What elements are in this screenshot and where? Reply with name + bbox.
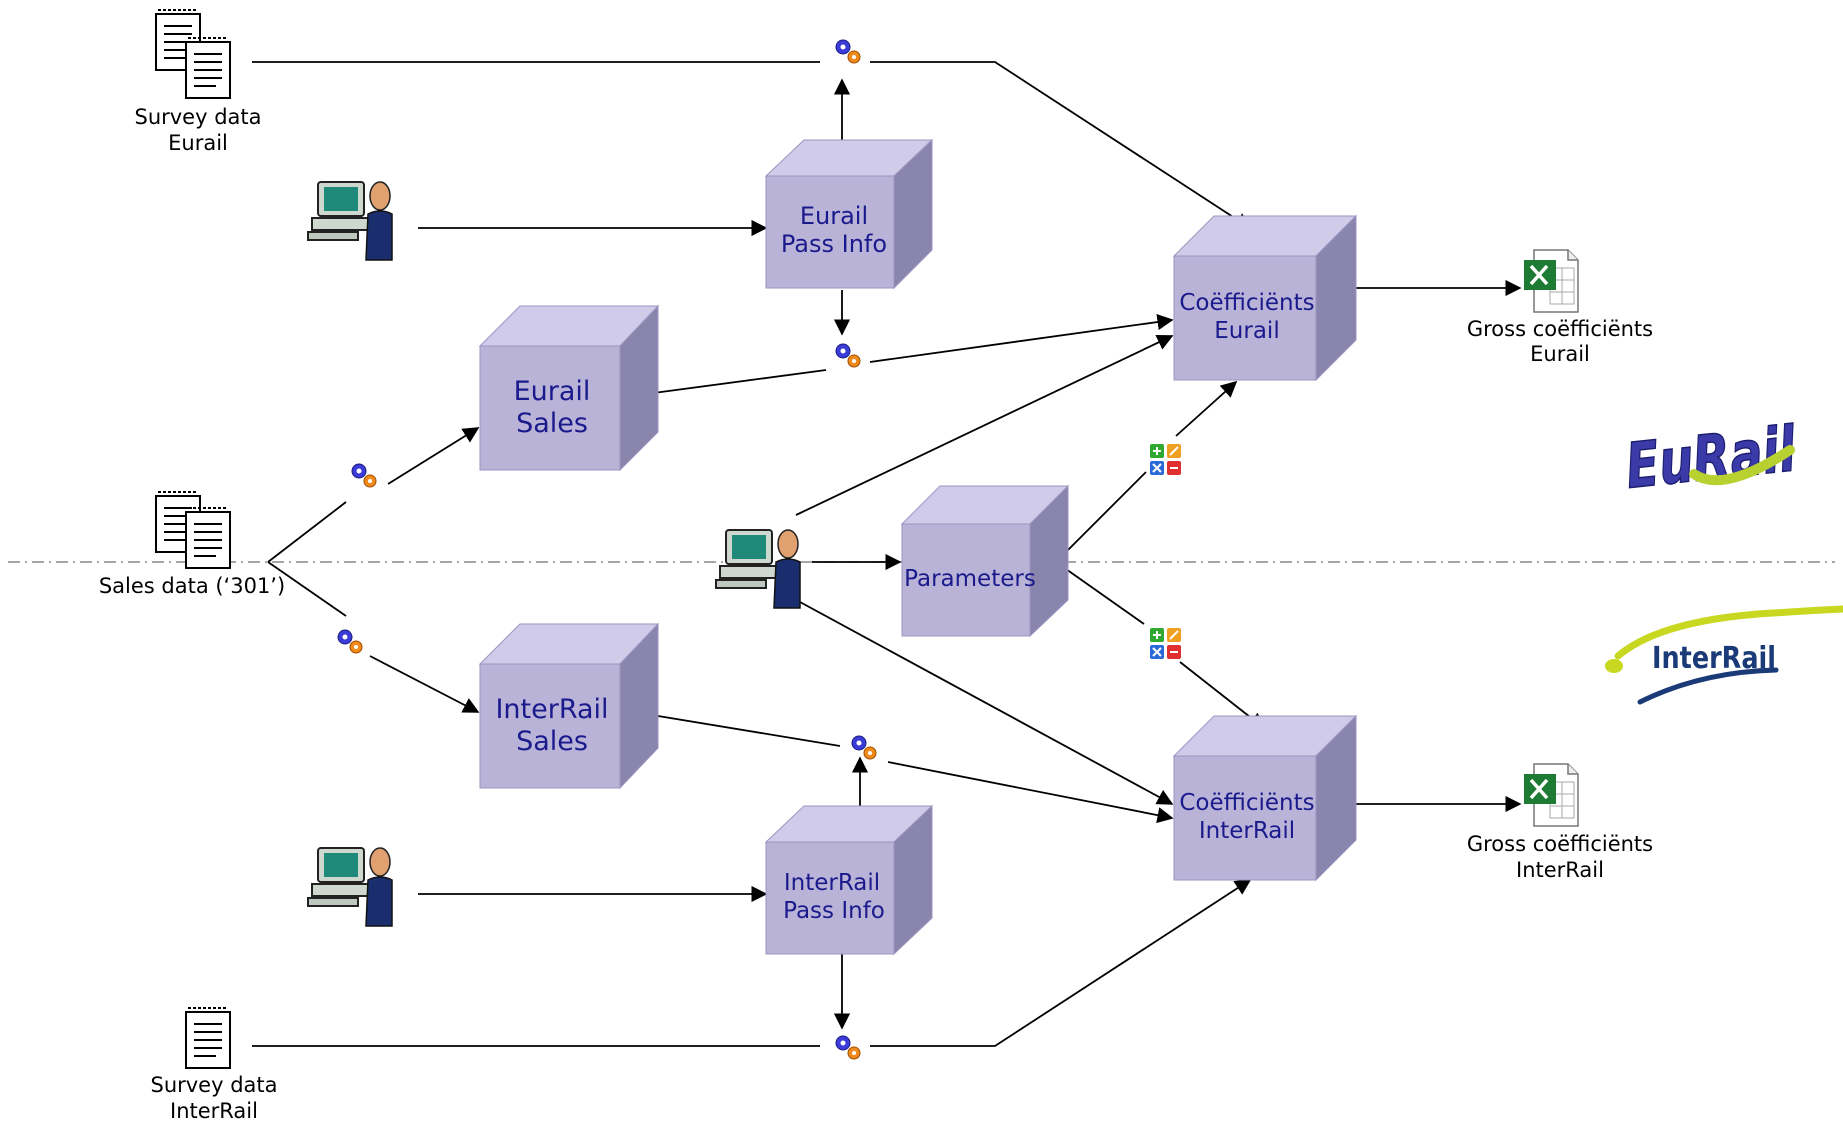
cube-label-line1: Eurail	[514, 376, 591, 407]
user-computer-icon	[307, 181, 393, 261]
calculator-icon	[1149, 627, 1182, 660]
gross-interrail-label-line2: InterRail	[1516, 858, 1604, 882]
sales-data-label: Sales data (‘301’)	[99, 574, 285, 598]
gross-interrail-label-line1: Gross coëfficiënts	[1467, 832, 1653, 856]
survey-interrail-label-line1: Survey data	[150, 1073, 277, 1097]
survey-interrail-label-line2: InterRail	[170, 1099, 258, 1123]
cube-label: Parameters	[904, 566, 1036, 592]
gross-eurail-label-line1: Gross coëfficiënts	[1467, 317, 1653, 341]
gears-icon	[835, 343, 861, 368]
cube-label-line2: Pass Info	[783, 898, 885, 924]
cube-label-line2: InterRail	[1199, 818, 1295, 844]
gears-icon	[337, 629, 363, 654]
cube-label-line1: InterRail	[784, 870, 880, 896]
document-icon	[185, 1007, 231, 1069]
gears-icon	[351, 463, 377, 488]
excel-file-icon	[1522, 248, 1580, 314]
cube-coefficients-interrail: Coëfficiënts InterRail	[1172, 714, 1358, 882]
cube-label-line1: InterRail	[495, 694, 608, 725]
excel-file-icon	[1522, 762, 1580, 828]
cube-eurail-pass-info: Eurail Pass Info	[764, 138, 934, 290]
user-computer-icon	[307, 847, 393, 927]
cube-parameters: Parameters	[900, 484, 1070, 638]
cube-interrail-sales: InterRail Sales	[478, 622, 660, 790]
gears-icon	[835, 1035, 861, 1060]
gears-icon	[851, 735, 877, 760]
cube-label-line2: Sales	[516, 408, 588, 439]
calculator-icon	[1149, 443, 1182, 476]
cube-label-line2: Eurail	[1214, 318, 1279, 344]
cube-label-line1: Coëfficiënts	[1179, 790, 1314, 816]
cube-label-line2: Sales	[516, 726, 588, 757]
cube-interrail-pass-info: InterRail Pass Info	[764, 804, 934, 956]
document-stack-icon	[155, 491, 231, 569]
user-computer-icon	[715, 529, 801, 609]
survey-eurail-label-line1: Survey data	[134, 105, 261, 129]
cube-eurail-sales: Eurail Sales	[478, 304, 660, 472]
connectors	[252, 61, 1522, 1047]
cube-coefficients-eurail: Coëfficiënts Eurail	[1172, 214, 1358, 382]
cube-label-line2: Pass Info	[781, 230, 887, 258]
interrail-logo: InterRail	[1605, 605, 1843, 705]
cube-label-line1: Eurail	[800, 202, 868, 230]
gross-eurail-label-line2: Eurail	[1530, 342, 1590, 366]
document-stack-icon	[155, 9, 231, 99]
eurail-logo: EuRail	[1622, 411, 1801, 503]
survey-eurail-label-line2: Eurail	[168, 131, 228, 155]
gears-icon	[835, 39, 861, 64]
cube-label-line1: Coëfficiënts	[1179, 290, 1314, 316]
